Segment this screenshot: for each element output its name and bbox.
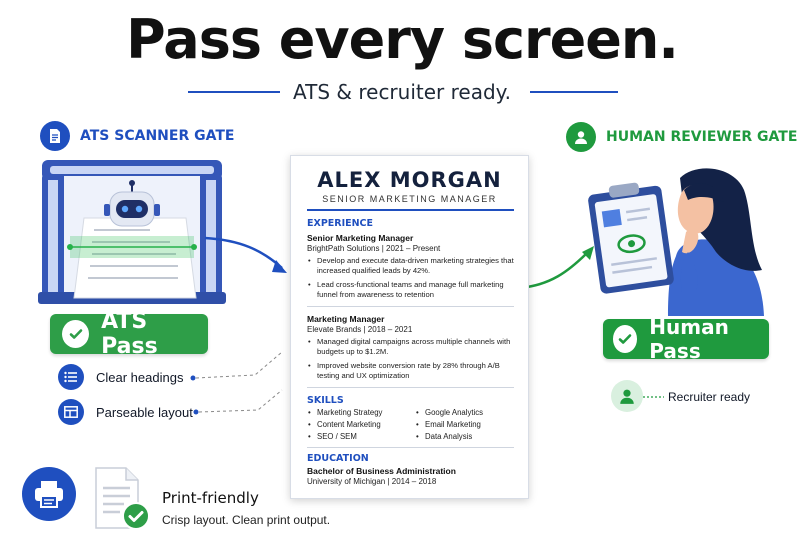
divider-left — [188, 91, 280, 93]
ats-scanner-illustration — [38, 160, 226, 304]
job-role: Senior Marketing Manager — [307, 233, 414, 243]
feature-label: Clear headings — [96, 369, 184, 385]
divider-right — [530, 91, 618, 93]
skill-item: SEO / SEM — [307, 432, 357, 441]
human-gate-title: HUMAN REVIEWER GATE — [606, 129, 798, 145]
job-role: Marketing Manager — [307, 314, 385, 324]
feature-parseable-layout: Parseable layout — [58, 399, 193, 425]
human-pass-label: Human Pass — [649, 315, 729, 363]
person-icon — [566, 122, 596, 152]
human-reviewer-illustration — [588, 168, 764, 316]
document-icon — [40, 121, 70, 151]
job-meta: BrightPath Solutions | 2021 – Present — [307, 244, 441, 253]
skill-item: Data Analysis — [415, 432, 472, 441]
resume-skills-heading: SKILLS — [307, 395, 344, 406]
ats-pass-label: ATS Pass — [101, 309, 158, 359]
ats-pass-badge: ATS Pass — [50, 309, 208, 359]
resume-education-heading: EDUCATION — [307, 453, 369, 464]
degree: Bachelor of Business Administration — [307, 466, 456, 476]
printer-icon — [22, 467, 76, 521]
check-icon — [62, 320, 90, 348]
resume-divider — [307, 387, 514, 388]
resume-name: ALEX MORGAN — [317, 168, 502, 192]
subline: ATS & recruiter ready. — [293, 80, 511, 104]
resume-document: ALEX MORGAN SENIOR MARKETING MANAGER EXP… — [290, 155, 529, 499]
feature-clear-headings: Clear headings — [58, 364, 183, 390]
recruiter-icon — [611, 380, 643, 412]
check-icon — [613, 325, 638, 353]
layout-grid-icon — [58, 399, 84, 425]
job-bullet: Develop and execute data-driven marketin… — [307, 256, 515, 276]
job-bullet: Improved website conversion rate by 28% … — [307, 361, 515, 381]
print-document-icon — [95, 467, 150, 530]
resume-divider — [307, 209, 514, 211]
human-pass-badge: Human Pass — [603, 315, 769, 363]
print-title: Print-friendly — [162, 489, 259, 507]
feature-label: Parseable layout — [96, 404, 193, 420]
resume-divider — [307, 306, 514, 307]
school: University of Michigan | 2014 – 2018 — [307, 477, 437, 486]
resume-title: SENIOR MARKETING MANAGER — [322, 194, 497, 204]
list-icon — [58, 364, 84, 390]
job-bullet: Managed digital campaigns across multipl… — [307, 337, 515, 357]
skill-item: Google Analytics — [415, 408, 483, 417]
ats-gate-title: ATS SCANNER GATE — [80, 128, 235, 144]
skill-item: Marketing Strategy — [307, 408, 382, 417]
job-bullet: Lead cross-functional teams and manage f… — [307, 280, 515, 300]
headline: Pass every screen. — [126, 8, 679, 71]
skill-item: Email Marketing — [415, 420, 481, 429]
print-desc: Crisp layout. Clean print output. — [162, 513, 331, 527]
skill-item: Content Marketing — [307, 420, 381, 429]
resume-divider — [307, 447, 514, 448]
recruiter-ready-label: Recruiter ready — [668, 390, 751, 404]
resume-experience-heading: EXPERIENCE — [307, 218, 374, 229]
job-meta: Elevate Brands | 2018 – 2021 — [307, 325, 413, 334]
